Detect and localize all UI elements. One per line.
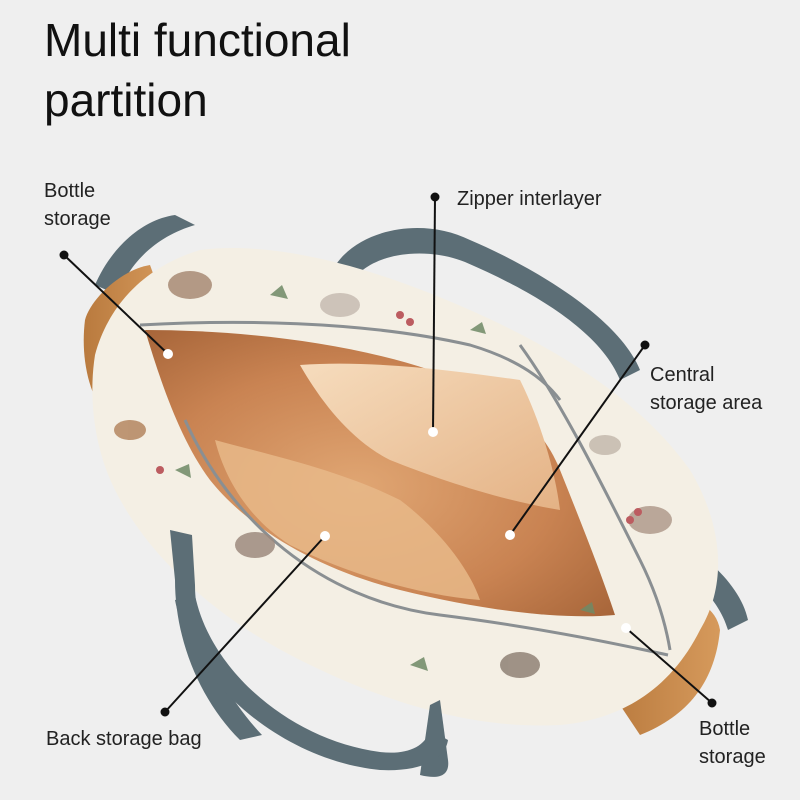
zipper-line-right [518, 344, 672, 651]
label-bottle-storage-left: Bottle storage [44, 177, 154, 233]
label-central-line-1: Central [650, 364, 715, 386]
side-strap-left [95, 215, 195, 295]
back-strap [330, 227, 640, 380]
label-bottle-right-line-2: storage [699, 746, 766, 768]
label-bottle-right-line-1: Bottle [699, 718, 751, 740]
back-pocket [215, 440, 480, 600]
label-bottle-left-line-2: storage [44, 208, 111, 230]
label-zipper-interlayer: Zipper interlayer [457, 188, 602, 210]
front-handle-left [170, 530, 262, 740]
label-central-storage-area: Central storage area [650, 361, 790, 417]
front-handle-curve [175, 595, 448, 771]
zipper-line-top [139, 320, 562, 401]
label-bottle-storage-right: Bottle storage [699, 715, 794, 771]
zipper-line-bottom [183, 419, 669, 657]
label-bottle-left-line-1: Bottle [44, 180, 96, 202]
label-central-line-2: storage area [650, 392, 763, 414]
label-back-storage-bag: Back storage bag [46, 728, 202, 750]
page-title: Multi functional partition [44, 10, 464, 130]
zipper-pocket [300, 363, 560, 510]
print-pattern [114, 271, 672, 678]
title-line-2: partition [44, 74, 208, 126]
title-line-1: Multi functional [44, 14, 351, 66]
callout-lines [59, 192, 717, 717]
